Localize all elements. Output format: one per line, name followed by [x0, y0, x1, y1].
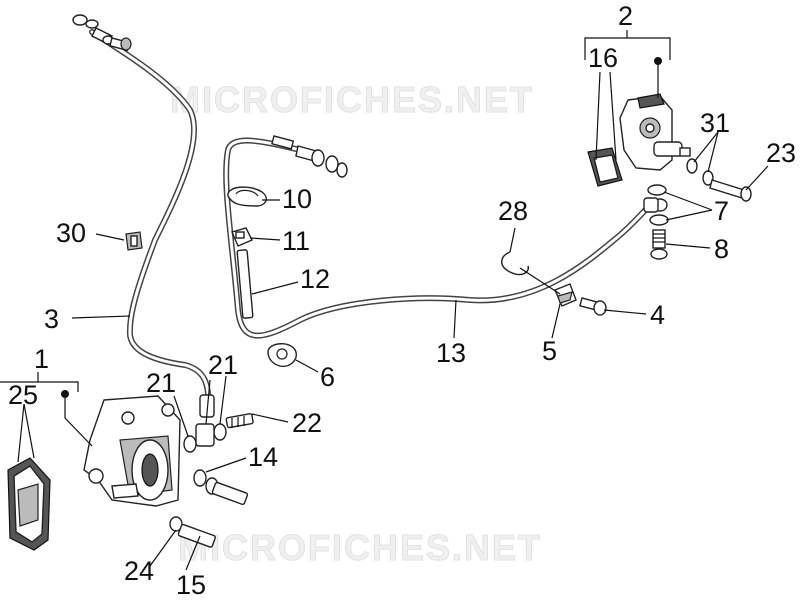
callout-2: 2	[618, 1, 633, 31]
clamp-6	[267, 343, 297, 367]
master-cylinder-2	[619, 93, 691, 171]
clip-11	[231, 227, 253, 247]
screw-23	[709, 179, 752, 202]
bolt-14	[193, 469, 249, 506]
washers-7	[643, 184, 669, 226]
callout-15: 15	[176, 570, 206, 600]
fitting-21	[195, 423, 215, 447]
cover-12	[236, 249, 254, 319]
callout-4: 4	[650, 300, 665, 330]
callout-25: 25	[8, 380, 38, 410]
brake-caliper-1	[83, 395, 181, 507]
callout-6: 6	[320, 362, 335, 392]
banjo-bolt-8	[650, 229, 668, 260]
bracket-5	[554, 283, 577, 307]
callout-24: 24	[124, 556, 154, 586]
hose-3-top-fittings	[72, 14, 132, 52]
callout-28: 28	[498, 196, 528, 226]
watermark-bottom: MICROFICHES.NET	[178, 527, 542, 568]
clip-30	[125, 231, 143, 251]
callout-labels: 1 2 3 4 5 6 7 8 10 11 12 13 14 15 16 21 …	[8, 1, 796, 600]
brake-hose-13	[223, 137, 653, 339]
callout-21-left: 21	[146, 368, 176, 398]
banjo-bolt-22	[225, 413, 254, 429]
callout-31: 31	[700, 108, 730, 138]
brake-pads-16	[587, 147, 623, 187]
callout-1: 1	[34, 344, 49, 374]
callout-12: 12	[300, 264, 330, 294]
callout-5: 5	[542, 336, 557, 366]
watermark-top: MICROFICHES.NET	[170, 79, 534, 120]
callout-30: 30	[56, 218, 86, 248]
callout-22: 22	[292, 408, 322, 438]
bolt-4	[579, 297, 607, 316]
callout-8: 8	[714, 234, 729, 264]
callout-14: 14	[248, 442, 278, 472]
callout-7: 7	[714, 196, 729, 226]
callout-16: 16	[588, 43, 618, 73]
callout-13: 13	[436, 338, 466, 368]
clamp-10	[227, 186, 267, 207]
brake-pads-25	[7, 457, 51, 551]
leader-lines	[0, 30, 769, 571]
bolt-15	[177, 523, 216, 548]
callout-23: 23	[766, 138, 796, 168]
callout-10: 10	[282, 184, 312, 214]
callout-11: 11	[282, 226, 310, 256]
hose-13-top-fittings	[271, 135, 348, 178]
callout-3: 3	[44, 304, 59, 334]
brake-hose-3	[89, 29, 215, 418]
washers-31	[686, 158, 714, 186]
washers-21	[183, 423, 227, 453]
callout-21-right: 21	[208, 350, 238, 380]
